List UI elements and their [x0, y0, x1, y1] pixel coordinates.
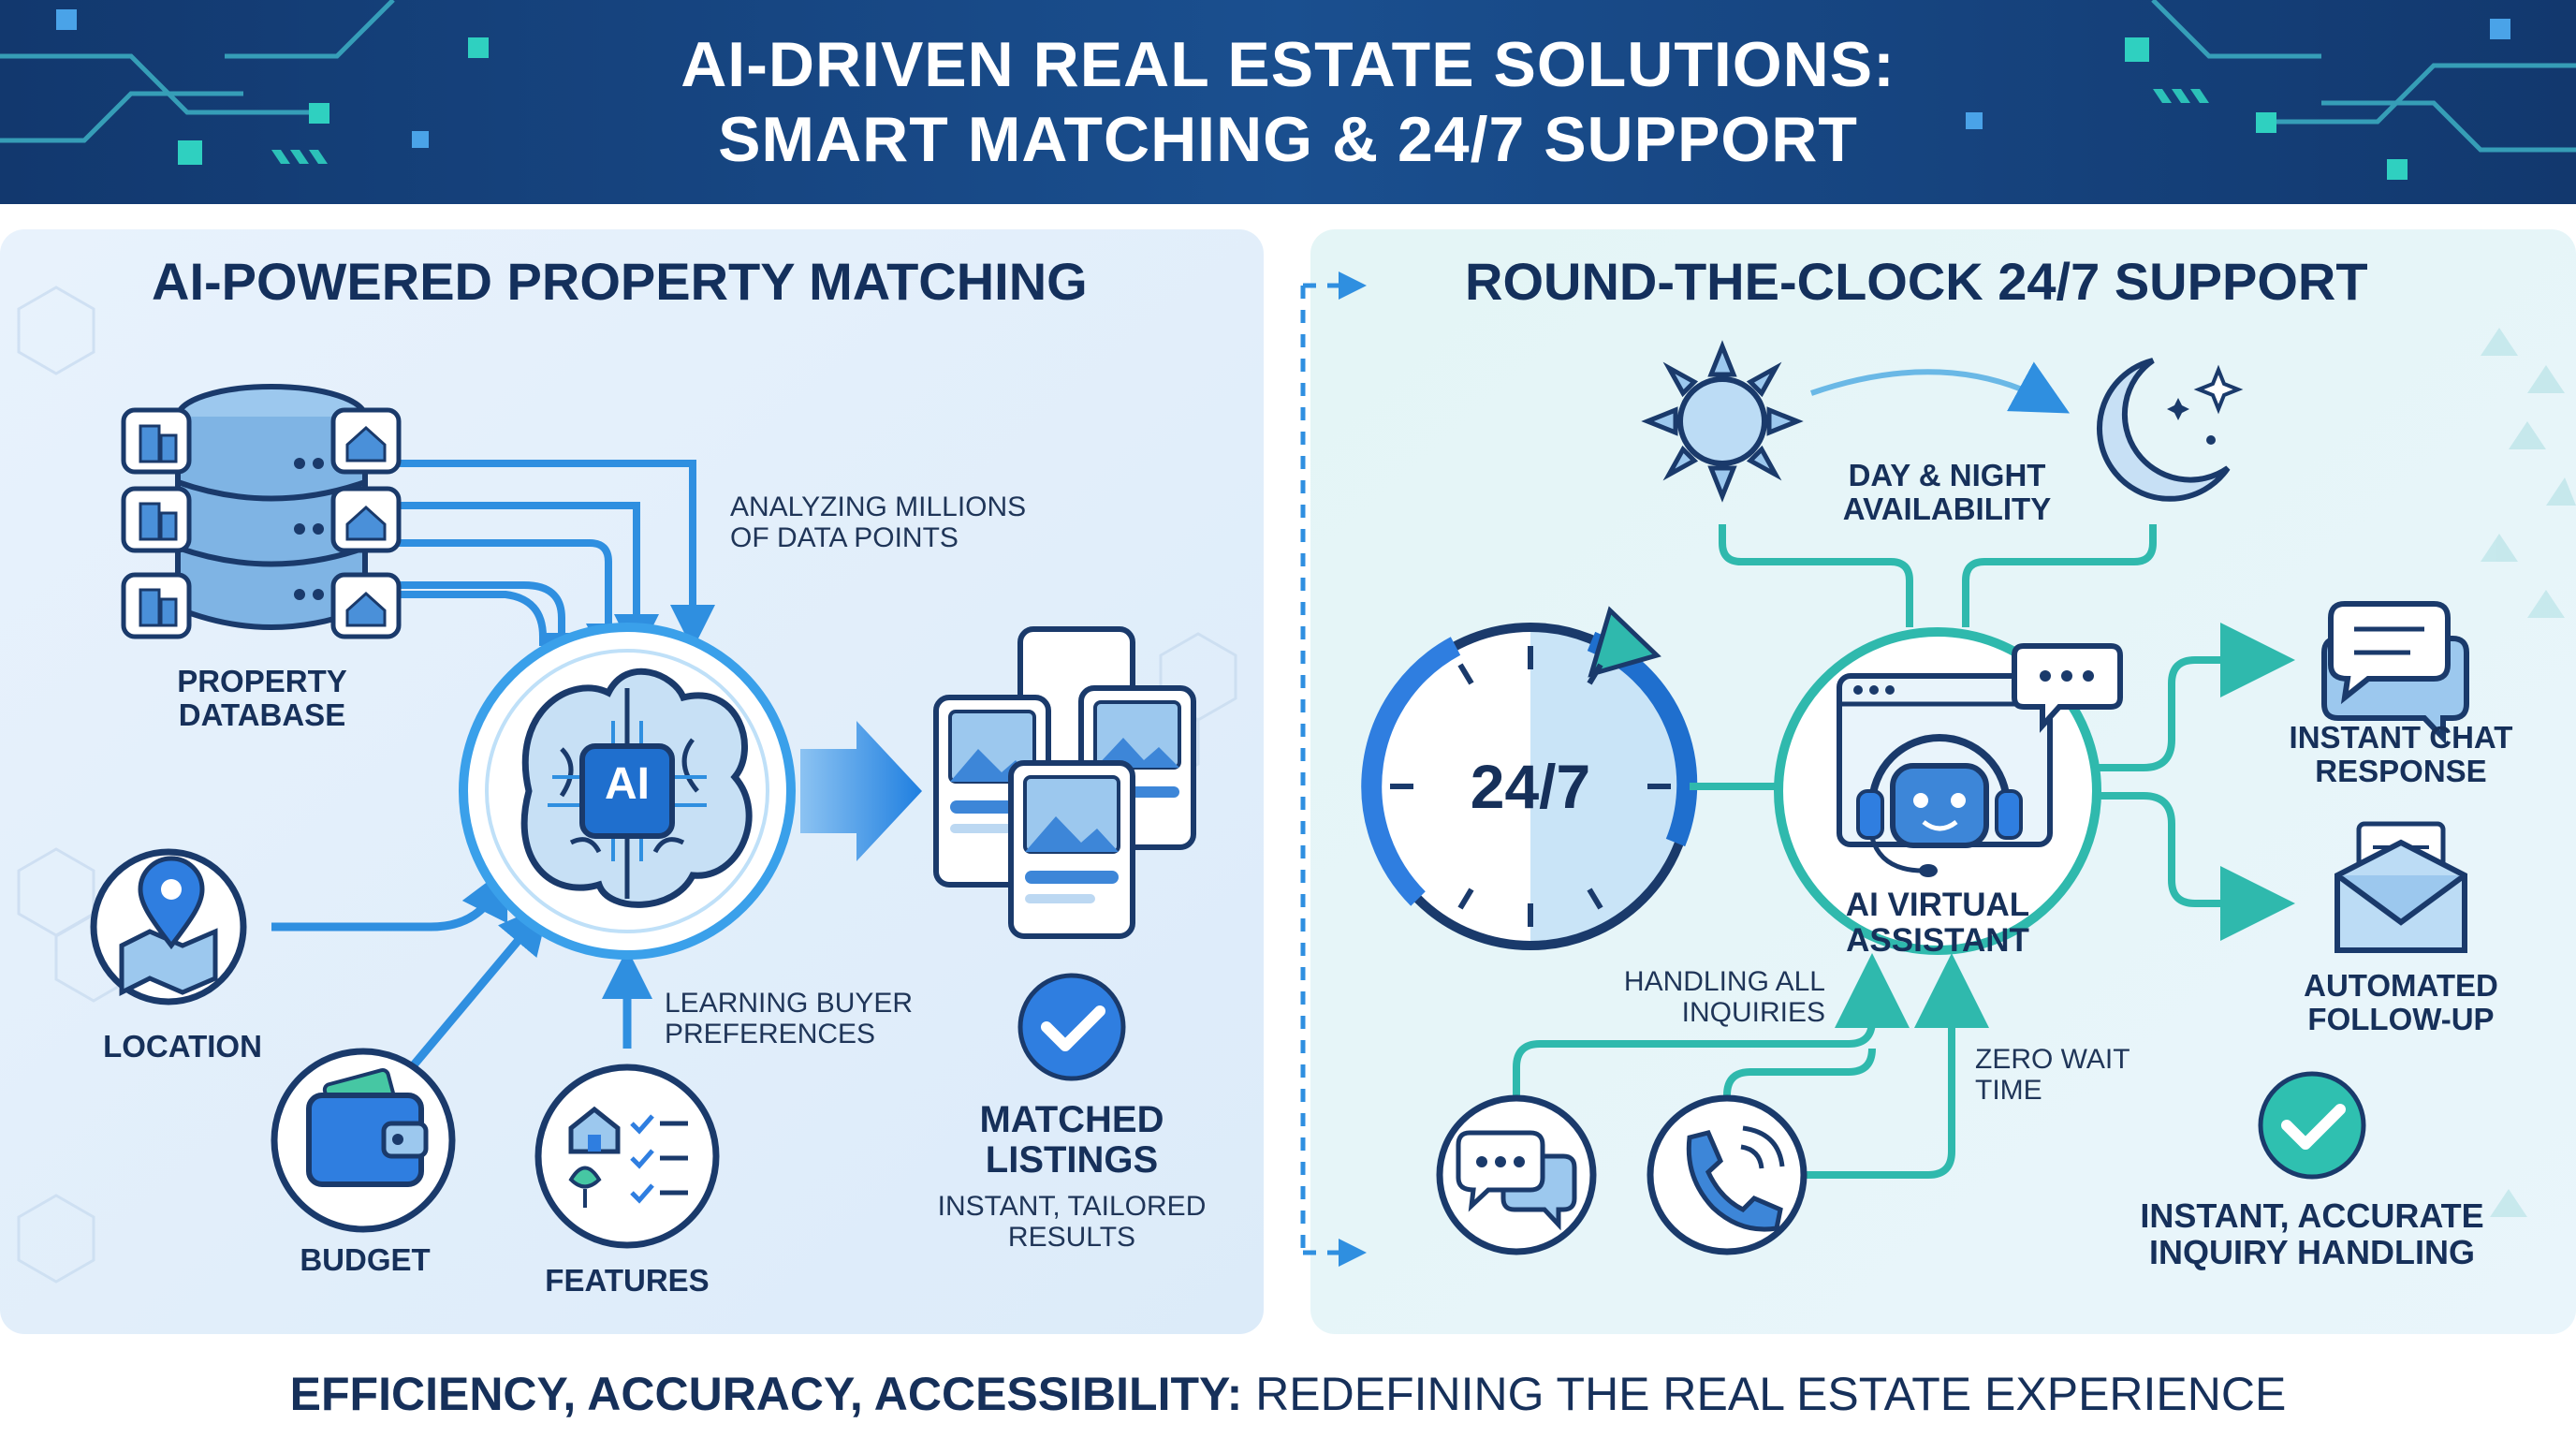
right-panel-title: ROUND-THE-CLOCK 24/7 SUPPORT: [1465, 252, 2368, 311]
day-night-arrow: [1810, 361, 2071, 414]
footer-tagline: EFFICIENCY, ACCURACY, ACCESSIBILITY: RED…: [0, 1367, 2576, 1421]
sun-icon: [1641, 340, 1804, 503]
chat-response-label: INSTANT CHAT RESPONSE: [2289, 720, 2513, 788]
footer-rest: REDEFINING THE REAL ESTATE EXPERIENCE: [1242, 1368, 2287, 1420]
chat-bubbles-icon: [1436, 1094, 1597, 1255]
availability-connector: [1719, 524, 2157, 627]
listing-cards-icon: [933, 626, 1196, 939]
left-panel-title: AI-POWERED PROPERTY MATCHING: [152, 252, 1088, 311]
features-label: FEATURES: [545, 1263, 710, 1298]
analyzing-note: ANALYZING MILLIONS OF DATA POINTS: [730, 492, 1027, 553]
title-line-2: SMART MATCHING & 24/7 SUPPORT: [718, 104, 1858, 175]
availability-label: DAY & NIGHT AVAILABILITY: [1842, 458, 2052, 526]
envelope-icon: [2334, 821, 2467, 953]
output-connectors: [2097, 623, 2295, 941]
database-flow-lines: [393, 460, 715, 678]
footer-bold: EFFICIENCY, ACCURACY, ACCESSIBILITY:: [289, 1368, 1243, 1420]
virtual-assistant-icon: [1774, 627, 2123, 955]
ai-badge: AI: [605, 759, 650, 809]
assistant-label: AI VIRTUAL ASSISTANT: [1845, 887, 2030, 959]
inquiry-connectors: [1513, 953, 1989, 1179]
chat-response-icon: [2321, 601, 2469, 745]
input-flow-lines: [271, 866, 652, 1070]
matched-label: MATCHED LISTINGS: [979, 1099, 1164, 1181]
clock-text: 24/7: [1470, 752, 1591, 821]
location-label: LOCATION: [103, 1029, 262, 1064]
inquiries-note: HANDLING ALL INQUIRIES: [1623, 966, 1825, 1028]
features-icon: [534, 1064, 720, 1249]
triangle-pattern: [2481, 328, 2576, 1217]
check-icon-left: [1017, 973, 1126, 1081]
budget-label: BUDGET: [300, 1242, 431, 1277]
wait-note: ZERO WAIT TIME: [1975, 1044, 2130, 1106]
followup-label: AUTOMATED FOLLOW-UP: [2304, 968, 2498, 1036]
circuit-decoration: [0, 0, 2576, 180]
header-banner: AI-DRIVEN REAL ESTATE SOLUTIONS: SMART M…: [0, 0, 2576, 204]
learning-note: LEARNING BUYER PREFERENCES: [665, 988, 914, 1049]
matched-subtitle: INSTANT, TAILORED RESULTS: [937, 1191, 1207, 1253]
handling-label: INSTANT, ACCURATE INQUIRY HANDLING: [2140, 1196, 2484, 1271]
wallet-icon: [271, 1048, 456, 1233]
clock-icon: [1361, 606, 1698, 950]
check-icon-right: [2258, 1071, 2366, 1180]
result-arrow: [800, 721, 922, 861]
database-label: PROPERTY DATABASE: [177, 664, 347, 732]
title-line-1: AI-DRIVEN REAL ESTATE SOLUTIONS:: [681, 29, 1895, 100]
phone-icon: [1647, 1094, 1808, 1255]
location-icon: [90, 848, 247, 1005]
moon-icon: [2096, 358, 2244, 502]
database-icon: [121, 384, 402, 639]
diagram-canvas: [0, 229, 2576, 1334]
panel-connector: [1300, 271, 1367, 1267]
ai-brain-hub: [459, 623, 796, 960]
